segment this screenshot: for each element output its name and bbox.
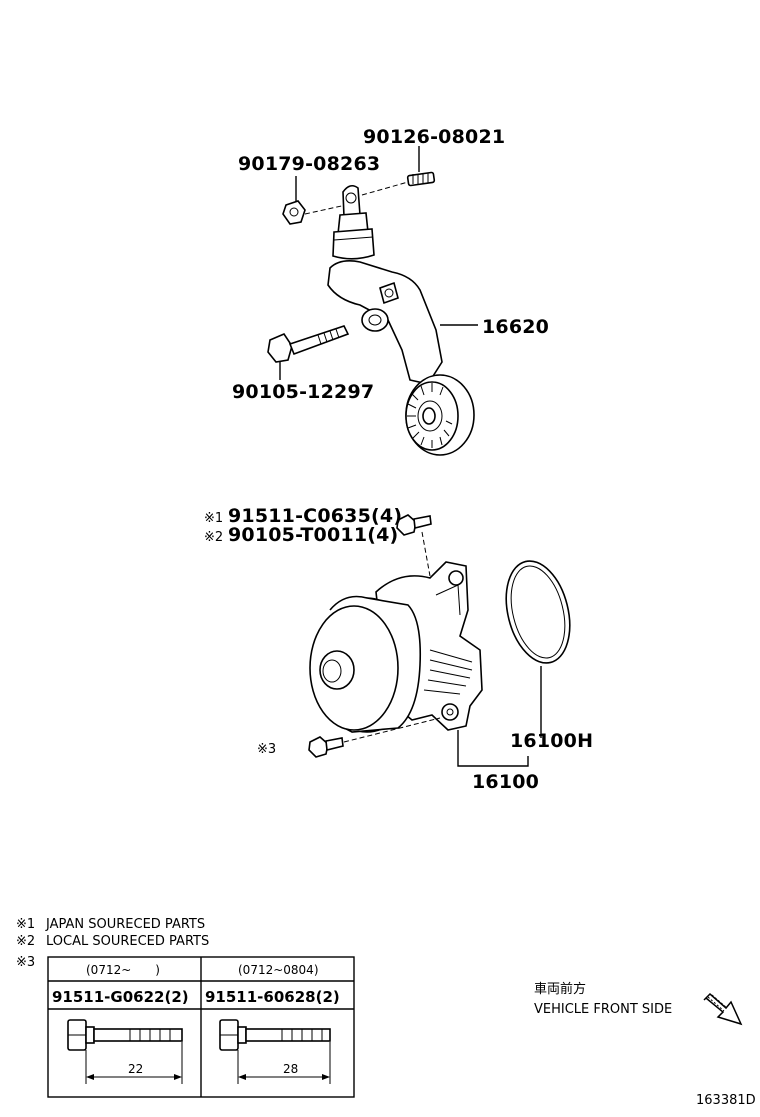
label-stud-90126: 90126-08021 bbox=[363, 126, 505, 148]
mark-1: ※1 bbox=[204, 511, 223, 526]
pump-bolt-top-drawing bbox=[396, 514, 432, 536]
table-col1-range: (0712~ ) bbox=[86, 963, 160, 977]
table-col2-part: 91511-60628(2) bbox=[205, 988, 340, 1006]
pump-bolt-bottom-drawing bbox=[308, 736, 344, 758]
note-japan-sourced: JAPAN SOURECED PARTS bbox=[45, 917, 205, 932]
label-gasket-16100H: 16100H bbox=[510, 730, 593, 752]
table-bolt-22-drawing bbox=[67, 1019, 183, 1084]
label-nut-90179: 90179-08263 bbox=[238, 153, 380, 175]
stud-90126-drawing bbox=[406, 171, 436, 187]
idler-pulley-drawing bbox=[405, 374, 475, 456]
direction-label-en: VEHICLE FRONT SIDE bbox=[534, 1002, 672, 1017]
gasket-16100H-drawing bbox=[505, 560, 571, 664]
mark-3-callout: ※3 bbox=[257, 742, 276, 757]
table-col1-length: 22 bbox=[128, 1062, 143, 1076]
nut-90179-drawing bbox=[282, 200, 306, 225]
figure-id: 163381D bbox=[696, 1093, 756, 1108]
water-pump-assembly bbox=[308, 514, 571, 758]
note-mark-3: ※3 bbox=[16, 955, 35, 970]
note-mark-1: ※1 bbox=[16, 917, 35, 932]
table-col2-length: 28 bbox=[283, 1062, 298, 1076]
label-water-pump-16100: 16100 bbox=[472, 771, 539, 793]
tensioner-assembly bbox=[267, 171, 475, 456]
table-col2-range: (0712~0804) bbox=[238, 963, 319, 977]
table-col1-part: 91511-G0622(2) bbox=[52, 988, 189, 1006]
bolt-90105-12297-drawing bbox=[267, 325, 350, 363]
table-bolt-28-drawing bbox=[219, 1019, 331, 1084]
label-tensioner-16620: 16620 bbox=[482, 316, 549, 338]
tensioner-damper-drawing bbox=[332, 184, 375, 260]
label-bolt-91511-C0635: 91511-C0635(4) bbox=[228, 505, 402, 527]
note-mark-2: ※2 bbox=[16, 934, 35, 949]
label-bolt-90105-T0011: 90105-T0011(4) bbox=[228, 524, 398, 546]
label-bolt-90105-12297: 90105-12297 bbox=[232, 381, 374, 403]
note-local-sourced: LOCAL SOURECED PARTS bbox=[46, 934, 209, 949]
bolt-variants-table: (0712~ ) (0712~0804) 91511-G0622(2) 9151… bbox=[47, 956, 355, 1098]
tensioner-arm-drawing bbox=[327, 260, 443, 385]
direction-label-jp: 車両前方 bbox=[534, 981, 586, 997]
water-pump-body-drawing bbox=[309, 561, 483, 733]
direction-arrow-icon bbox=[703, 992, 743, 1026]
mark-2: ※2 bbox=[204, 530, 223, 545]
